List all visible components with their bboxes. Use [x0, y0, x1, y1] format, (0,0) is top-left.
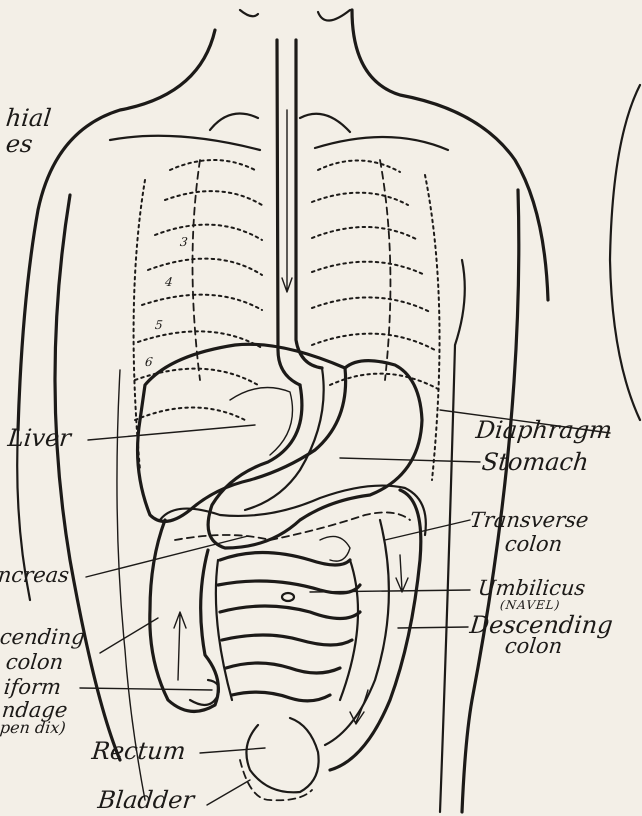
umbilicus-mark [282, 593, 294, 601]
descending-colon [330, 490, 421, 770]
label-ascending-colon-2: colon [5, 650, 65, 674]
appendix [190, 680, 219, 705]
label-bladder: Bladder [97, 786, 196, 814]
label-transverse-colon-2: colon [504, 532, 564, 556]
label-umbilicus: Umbilicus [477, 576, 587, 600]
rectum [246, 718, 318, 792]
rib-number-3: 3 [179, 235, 189, 249]
label-descending-colon-2: colon [504, 634, 564, 658]
label-bronchial-fragment-1: hial [5, 104, 53, 132]
right-torso-outline [462, 190, 519, 812]
rib-number-6: 6 [144, 355, 154, 369]
right-side-seam [440, 260, 465, 812]
label-liver: Liver [7, 424, 73, 452]
esophagus-arrow [282, 110, 292, 292]
esophagus-right-wall [296, 40, 322, 368]
rib-number-4: 4 [164, 275, 174, 289]
liver-inner-fold [230, 388, 293, 456]
label-appendix-3: pen dix) [0, 718, 67, 737]
abdomen-side-line-left [117, 370, 145, 800]
label-diaphragm: Diaphragm [475, 416, 614, 444]
neck-right-outline [318, 10, 350, 21]
label-rectum: Rectum [91, 737, 188, 765]
label-ascending-colon-1: cending [0, 625, 86, 649]
left-shoulder-outline [18, 30, 215, 430]
bladder [240, 760, 312, 800]
label-transverse-colon-1: Transverse [469, 508, 590, 532]
ascending-colon [150, 520, 219, 711]
label-navel: (NAVEL) [499, 598, 561, 612]
label-pancreas: ncreas [0, 563, 70, 587]
label-stomach: Stomach [481, 448, 590, 476]
right-collarbone [315, 137, 448, 150]
rib-number-5: 5 [154, 318, 164, 332]
stomach-outline [208, 361, 422, 548]
ascending-colon-arrow [174, 612, 186, 680]
sternum-notch [210, 114, 350, 132]
label-appendix-1: iform [3, 675, 63, 699]
descending-colon-arrow [396, 555, 408, 592]
left-torso-outline [55, 195, 120, 760]
neck-left-outline [240, 10, 258, 16]
left-collarbone [110, 136, 260, 150]
small-intestine [216, 536, 360, 700]
sigmoid-arrow [350, 690, 368, 724]
label-bronchial-fragment-2: es [5, 130, 34, 158]
right-figure-edge [610, 85, 640, 420]
